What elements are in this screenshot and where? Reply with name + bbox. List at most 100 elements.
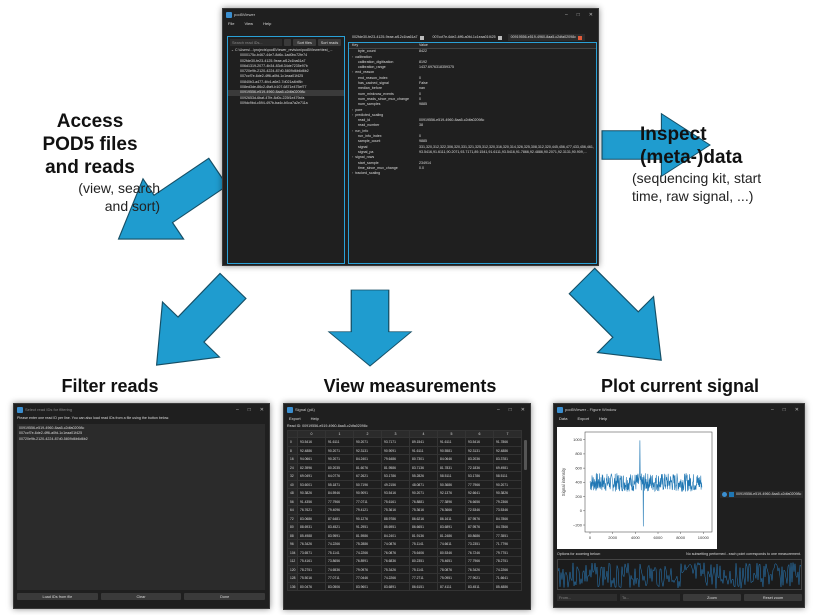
minimize-button[interactable]: – [564,11,568,18]
read-list-item[interactable]: 00919556-e519-4960-8aa5-c2dfa02098c [228,90,344,96]
table-cell[interactable]: 81.5986 [353,530,382,541]
table-cell[interactable]: 67.2621 [353,471,382,481]
table-cell[interactable]: 77.9021 [465,573,494,583]
table-cell[interactable]: 81.6076 [353,462,382,473]
table-cell[interactable]: 90.2071 [353,437,382,447]
reset-zoom-button[interactable]: Reset zoom [744,594,802,601]
table-cell[interactable]: 92.3131 [353,445,382,456]
table-cell[interactable]: 90.2071 [493,479,522,490]
table-cell[interactable]: 75.1141 [409,564,438,575]
table-cell[interactable]: 77.7966 [465,479,494,490]
table-cell[interactable]: 74.2266 [325,539,354,549]
table-cell[interactable]: 75.1141 [325,547,354,558]
metadata-row[interactable]: ›tracked_scaling [349,171,596,176]
metadata-row[interactable]: ›run_info [349,129,596,134]
table-cell[interactable]: 77.7966 [465,556,494,566]
menu-item[interactable]: Help [263,21,272,26]
menu-item[interactable]: Export [289,416,301,421]
table-cell[interactable]: 76.3666 [437,505,466,515]
read-list-item[interactable]: 0000175c-b467-44e7-8d6c-1ad0bc72fe74 [240,53,308,58]
table-cell[interactable]: 83.3781 [493,454,522,464]
maximize-button[interactable]: □ [247,406,251,413]
metadata-row[interactable]: ›signal_rows [349,155,596,160]
table-cell[interactable]: 78.2751 [493,556,522,566]
table-cell[interactable]: 92.3131 [465,445,494,456]
table-cell[interactable]: 92.6641 [465,488,494,498]
table-cell[interactable]: 76.7621 [297,505,326,515]
table-cell[interactable]: 74.2266 [353,547,382,558]
table-cell[interactable]: 80.0476 [297,581,326,592]
table-cell[interactable]: 83.2036 [465,454,494,464]
table-cell[interactable]: 79.2366 [493,496,522,507]
table-cell[interactable]: 69.4981 [493,462,522,473]
table-cell[interactable]: 84.0646 [437,454,466,464]
table-cell[interactable]: 87.4111 [437,581,466,592]
table-cell[interactable]: 90.3826 [493,488,522,498]
table-cell[interactable]: 80.7301 [409,454,438,464]
table-cell[interactable]: 88.6931 [297,522,326,532]
table-cell[interactable]: 90.5581 [437,445,466,456]
done-button[interactable]: Done [184,593,266,600]
table-cell[interactable]: 73.2351 [465,539,494,549]
table-cell[interactable]: 90.1276 [353,513,382,524]
table-cell[interactable]: 81.9136 [409,530,438,541]
table-cell[interactable]: 64.0776 [325,471,354,481]
table-cell[interactable]: 74.2266 [381,573,410,583]
table-cell[interactable]: 73.6571 [297,547,326,558]
table-cell[interactable]: 75.0951 [437,573,466,583]
table-cell[interactable]: 90.3826 [297,488,326,498]
table-cell[interactable]: 75.3616 [381,505,410,515]
read-list-item[interactable]: 002fde30-fe23-4125-9eae-af12c1ba61a7 [240,58,306,63]
table-cell[interactable]: 79.0976 [353,564,382,575]
from-input[interactable]: From... [557,594,617,601]
metadata-row[interactable]: ›calibration [349,55,596,60]
scrollbar[interactable] [524,440,527,470]
close-button[interactable]: ✕ [794,406,799,413]
table-cell[interactable]: 90.9091 [353,488,382,498]
table-cell[interactable]: 80.8686 [465,530,494,541]
table-cell[interactable]: 55.2826 [409,471,438,481]
read-list-item[interactable]: 008ed3de-86c2-4fa9-b107-6871e475ef77 [240,85,307,90]
table-cell[interactable]: 49.2156 [381,479,410,490]
table-cell[interactable]: 85.4886 [493,581,522,592]
table-cell[interactable]: 72.5346 [465,505,494,515]
table-cell[interactable]: 77.3896 [437,496,466,507]
table-cell[interactable]: 81.7831 [437,462,466,473]
expand-chevron-icon[interactable]: › [352,54,354,59]
table-cell[interactable]: 90.2071 [325,445,354,456]
table-cell[interactable]: 84.7866 [493,513,522,524]
overview-plot[interactable] [557,559,802,590]
table-cell[interactable]: 53.6001 [297,479,326,490]
table-cell[interactable]: 91.6111 [437,437,466,447]
table-cell[interactable]: 78.2751 [297,564,326,575]
table-cell[interactable]: 76.6836 [381,556,410,566]
table-cell[interactable]: 75.1141 [409,539,438,549]
table-cell[interactable]: 84.2401 [353,454,382,464]
table-cell[interactable]: 80.5346 [437,547,466,558]
table-cell[interactable]: 93.5416 [465,437,494,447]
read-list-item[interactable]: 009dc9bd-c594-497b-ba4c-b0ca7a2e711a [240,100,308,105]
read-list-item[interactable]: 00720e9b-2120-4224-87d0-5809d6b6d6b2 [240,69,309,74]
table-cell[interactable]: 83.7136 [409,462,438,473]
table-cell[interactable]: 84.2401 [381,530,410,541]
table-cell[interactable]: 87.9576 [465,522,494,532]
table-cell[interactable]: 88.9786 [381,513,410,524]
table-cell[interactable]: 93.7171 [381,437,410,447]
table-cell[interactable]: 82.3996 [297,462,326,473]
table-cell[interactable]: 81.9586 [381,462,410,473]
table-cell[interactable]: 83.9591 [325,530,354,541]
tree-root[interactable]: ⌄ C:\Users\...\projects\pod5Viewer_revis… [231,48,333,52]
table-cell[interactable]: 84.7866 [493,522,522,532]
menu-item[interactable]: View [244,21,254,26]
table-cell[interactable]: 71.7796 [493,539,522,549]
zoom-button[interactable]: Zoom [683,594,741,601]
table-cell[interactable]: 55.1871 [325,479,354,490]
table-cell[interactable]: 58.5111 [493,471,522,481]
